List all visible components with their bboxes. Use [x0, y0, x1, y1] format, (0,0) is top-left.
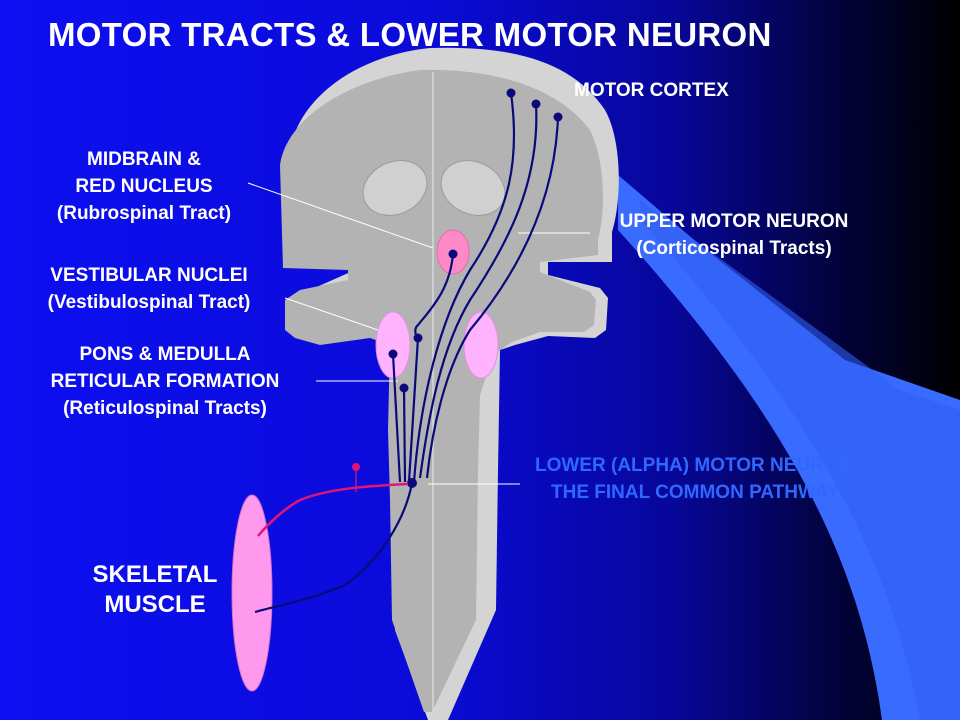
vestibular-nucleus-right — [463, 311, 499, 379]
skeletal-muscle — [231, 494, 273, 692]
projection-beam — [618, 175, 960, 720]
projection-beam-shade — [640, 200, 960, 720]
corticospinal-tract-1 — [412, 92, 516, 483]
lower-motor-line-2: THE FINAL COMMON PATHWAY — [551, 482, 840, 503]
pons-line-2: RETICULAR FORMATION — [50, 371, 280, 392]
upper-motor-line-2: (Corticospinal Tracts) — [636, 238, 832, 259]
skeletal-muscle-line-1: SKELETAL — [92, 561, 218, 588]
skeletal-muscle-line-2: MUSCLE — [104, 591, 206, 618]
vestibular-line-1: VESTIBULAR NUCLEI — [50, 265, 248, 286]
pons-line-3: (Reticulospinal Tracts) — [63, 398, 267, 419]
vestibular-line-2: (Vestibulospinal Tract) — [47, 292, 251, 313]
vestibular-neuron — [388, 349, 398, 359]
corticospinal-tract-2 — [418, 103, 538, 479]
motor-cortex-text: MOTOR CORTEX — [574, 80, 729, 101]
vestibulospinal-tract — [391, 353, 402, 483]
upper-motor-line-1: UPPER MOTOR NEURON — [619, 211, 849, 232]
synapse-node — [413, 333, 423, 343]
red-nucleus-neuron — [448, 249, 458, 259]
corticospinal-tract-3 — [425, 116, 560, 479]
midbrain-line-1: MIDBRAIN & — [87, 149, 201, 170]
slide-title: MOTOR TRACTS & LOWER MOTOR NEURON — [48, 16, 772, 53]
efferent-nerve — [257, 482, 409, 537]
cortex-neuron-1 — [506, 88, 516, 98]
leader-midbrain — [247, 182, 434, 249]
label-motor-cortex: MOTOR CORTEX — [574, 77, 729, 104]
label-skeletal-muscle: SKELETAL MUSCLE — [80, 560, 230, 620]
lower-motor-line-1: LOWER (ALPHA) MOTOR NEURON — [535, 455, 853, 476]
reticular-neuron — [399, 383, 409, 393]
cortex-neuron-3 — [553, 112, 563, 122]
label-vestibular: VESTIBULAR NUCLEI (Vestibulospinal Tract… — [18, 262, 280, 316]
label-upper-motor-neuron: UPPER MOTOR NEURON (Corticospinal Tracts… — [593, 208, 875, 262]
ventricle-left — [362, 160, 428, 216]
vestibular-nucleus-left — [375, 311, 411, 379]
midbrain-line-3: (Rubrospinal Tract) — [56, 203, 232, 224]
brain-silhouette — [280, 69, 603, 712]
pons-line-1: PONS & MEDULLA — [79, 344, 251, 365]
midbrain-line-2: RED NUCLEUS — [75, 176, 213, 197]
label-pons-medulla: PONS & MEDULLA RETICULAR FORMATION (Reti… — [16, 341, 314, 422]
lower-motor-neuron-body — [407, 478, 417, 488]
lower-motor-axon — [254, 482, 414, 614]
label-midbrain: MIDBRAIN & RED NUCLEUS (Rubrospinal Trac… — [33, 146, 255, 227]
efferent-terminal — [352, 463, 360, 471]
label-lower-motor-neuron: LOWER (ALPHA) MOTOR NEURON THE FINAL COM… — [530, 452, 960, 506]
cortex-neuron-2 — [531, 99, 541, 109]
leader-vestibular — [284, 297, 379, 331]
reticulospinal-tract — [402, 387, 407, 483]
